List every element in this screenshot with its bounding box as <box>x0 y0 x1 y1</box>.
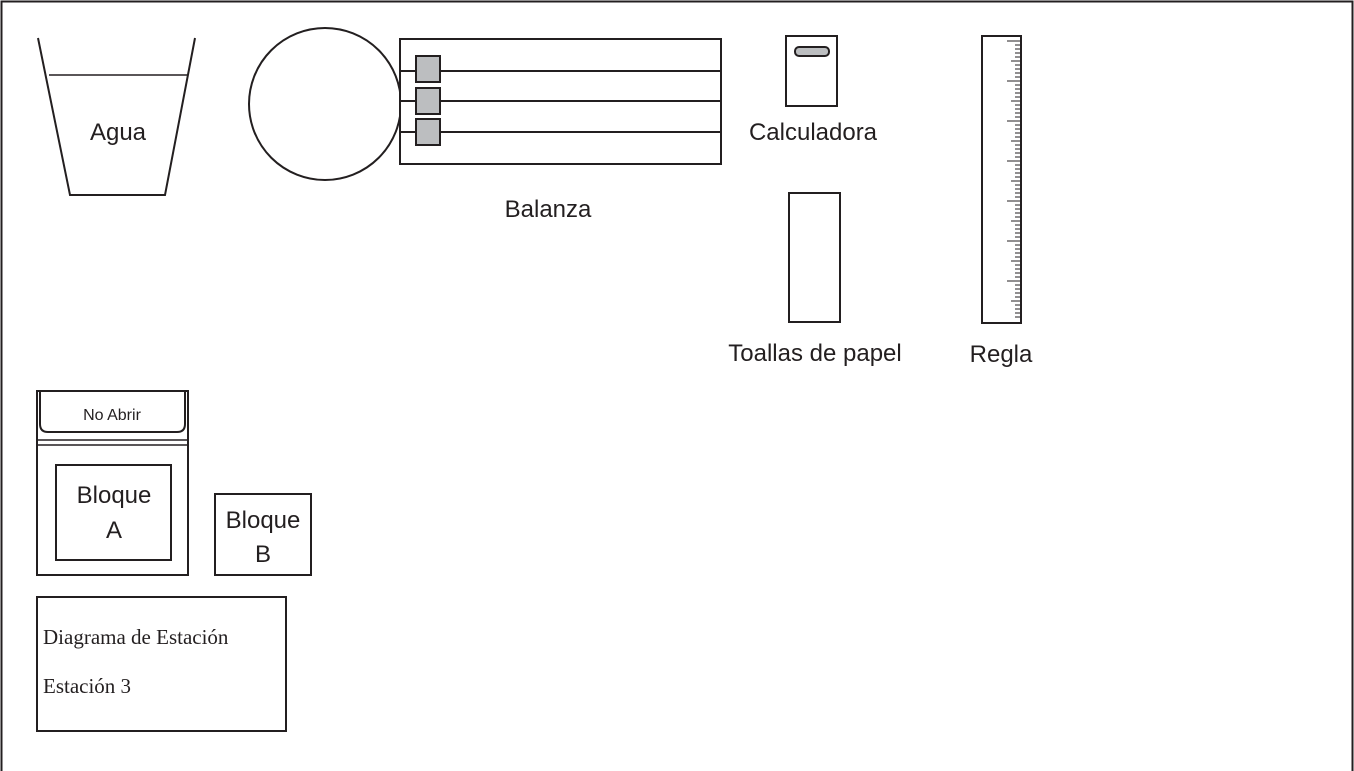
container-lid-label: No Abrir <box>83 407 141 424</box>
balance-rider-3 <box>415 118 441 146</box>
balance-label: Balanza <box>505 196 592 223</box>
calculator-display <box>794 46 830 57</box>
ruler-ticks <box>1007 40 1021 318</box>
paper-towels-label: Toallas de papel <box>728 340 901 367</box>
water-beaker: Agua <box>37 37 196 196</box>
station-diagram-title: Diagrama de Estación <box>43 625 229 649</box>
block-b-label-line2: B <box>255 541 271 568</box>
block-a-label-line1: Bloque <box>77 482 152 509</box>
station-info-box: Diagrama de Estación Estación 3 <box>36 596 287 732</box>
balance-pan <box>248 27 402 181</box>
block-a-label-line2: A <box>106 517 122 544</box>
block-a <box>55 464 172 561</box>
block-b-label-line1: Bloque <box>226 507 301 534</box>
balance-rider-1 <box>415 55 441 83</box>
ruler: Regla <box>970 35 1033 368</box>
balance-rider-2 <box>415 87 441 115</box>
calculator-label: Calculadora <box>749 119 878 146</box>
paper-towels: Toallas de papel <box>728 192 902 367</box>
calculator: Calculadora <box>749 35 878 146</box>
station-number: Estación 3 <box>43 674 131 698</box>
ruler-label: Regla <box>970 341 1033 368</box>
block-b: Bloque B <box>214 493 312 576</box>
triple-beam-balance: Balanza <box>248 27 722 223</box>
water-label: Agua <box>90 119 147 146</box>
container-lid <box>39 392 186 433</box>
closed-container: No Abrir Bloque A <box>36 390 189 576</box>
